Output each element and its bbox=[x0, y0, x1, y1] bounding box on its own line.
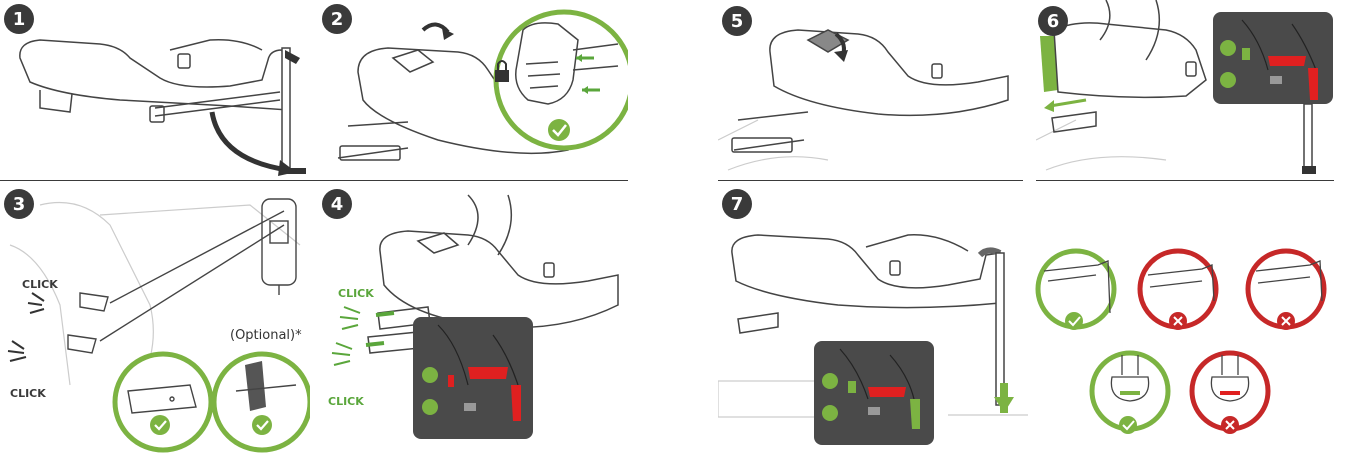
click-label-bottom: CLICK bbox=[328, 395, 364, 408]
step-6-badge: 6 bbox=[1038, 6, 1068, 36]
step-5-badge: 5 bbox=[722, 6, 752, 36]
connect-isofix-illustration bbox=[7, 198, 310, 453]
base-extend-leg-illustration bbox=[19, 38, 306, 176]
check-circle-icon bbox=[252, 415, 272, 435]
step-3-badge: 3 bbox=[4, 189, 34, 219]
row-divider-right-a bbox=[718, 180, 1023, 181]
adjust-support-leg-illustration bbox=[718, 234, 1327, 445]
step-7-badge: 7 bbox=[722, 189, 752, 219]
check-circle-icon bbox=[548, 119, 570, 141]
optional-label: (Optional)* bbox=[230, 328, 302, 343]
row-divider-left bbox=[0, 180, 628, 181]
check-circle-icon bbox=[1119, 416, 1137, 434]
click-label-top: CLICK bbox=[338, 287, 374, 300]
step-1-panel: 1 bbox=[0, 0, 310, 178]
step-1-badge: 1 bbox=[4, 4, 34, 34]
step-2-badge: 2 bbox=[322, 4, 352, 34]
release-lever-illustration bbox=[337, 9, 628, 161]
step-2-panel: 2 bbox=[318, 0, 628, 178]
padlock-icon bbox=[495, 60, 509, 82]
check-indicator-illustration bbox=[1036, 0, 1333, 174]
step-7-panel: 7 bbox=[718, 185, 1334, 457]
step-6-panel: 6 bbox=[1036, 0, 1334, 178]
step-4-panel: 4 CLICK CLICK bbox=[318, 185, 628, 457]
step-4-badge: 4 bbox=[322, 189, 352, 219]
step-3-panel: 3 CLICK CLICK (Optional)* bbox=[0, 185, 310, 457]
click-label-bottom: CLICK bbox=[10, 387, 46, 400]
click-label-top: CLICK bbox=[22, 278, 58, 291]
check-circle-icon bbox=[1065, 312, 1083, 330]
lock-lever-illustration bbox=[718, 29, 1009, 171]
check-circle-icon bbox=[150, 415, 170, 435]
step-5-panel: 5 bbox=[718, 0, 1023, 178]
push-base-in-illustration bbox=[331, 194, 619, 439]
detail-zoom-circle-ok bbox=[112, 351, 214, 453]
row-divider-right-b bbox=[1036, 180, 1334, 181]
